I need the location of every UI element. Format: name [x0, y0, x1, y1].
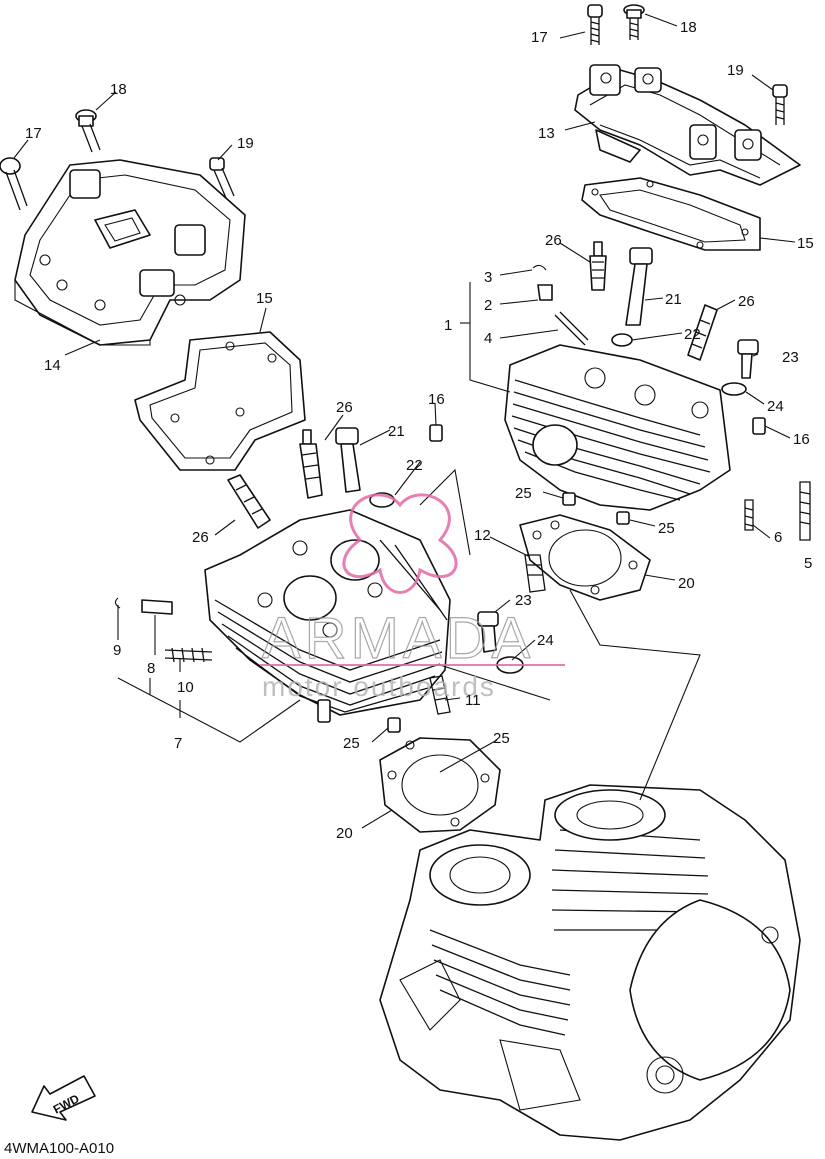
fwd-arrow-icon [31, 1075, 96, 1121]
bolt-17-top [587, 4, 603, 45]
callout-23: 23 [515, 592, 532, 609]
bolt-18-top [623, 4, 645, 40]
front-cylinder-head [204, 509, 451, 723]
spark-plug-26-left [227, 474, 271, 529]
callout-14: 14 [44, 357, 61, 374]
callout-26: 26 [192, 529, 209, 546]
front-head-cover [14, 159, 246, 346]
fwd-arrow: FWD [31, 1075, 96, 1121]
callout-22: 22 [406, 457, 423, 474]
callout-22: 22 [684, 326, 701, 343]
engine-block [379, 784, 801, 1141]
callout-10: 10 [177, 679, 194, 696]
callout-16: 16 [793, 431, 810, 448]
callout-26: 26 [336, 399, 353, 416]
callout-7: 7 [174, 735, 182, 752]
callout-25: 25 [658, 520, 675, 537]
leader-lines [13, 13, 796, 829]
callout-12: 12 [474, 527, 491, 544]
callout-13: 13 [538, 125, 555, 142]
callout-24: 24 [537, 632, 554, 649]
callout-25: 25 [343, 735, 360, 752]
spark-plug-26-right [687, 304, 718, 361]
bolt-17-left [0, 157, 28, 211]
callout-19: 19 [727, 62, 744, 79]
bolt-18-left [75, 109, 101, 153]
callout-17: 17 [531, 29, 548, 46]
rear-cylinder-head [504, 344, 731, 511]
callout-11: 11 [465, 692, 481, 709]
bolt-19-top [772, 84, 788, 125]
callout-24: 24 [767, 398, 784, 415]
head-cover-gasket-15-top [581, 177, 761, 251]
callout-25: 25 [493, 730, 510, 747]
callout-20: 20 [336, 825, 353, 842]
callout-15: 15 [797, 235, 814, 252]
watermark-brand: ARMADA [262, 606, 534, 671]
diagram-code: 4WMA100-A010 [4, 1140, 114, 1157]
callout-25: 25 [515, 485, 532, 502]
callout-21: 21 [388, 423, 405, 440]
callout-2: 2 [484, 297, 492, 314]
callout-1: 1 [444, 317, 452, 334]
watermark-ribbon-logo [342, 493, 458, 594]
callout-17: 17 [25, 125, 42, 142]
callout-3: 3 [484, 269, 492, 286]
callouts: 17 18 19 13 15 26 3 2 1 4 21 22 26 23 24… [25, 19, 814, 842]
callout-5: 5 [804, 555, 812, 572]
head-cover-gasket-15-left [134, 331, 306, 471]
callout-9: 9 [113, 642, 121, 659]
spark-plug-26-mid [299, 429, 323, 499]
spark-plug-26-top [589, 241, 607, 291]
callout-8: 8 [147, 660, 155, 677]
watermark-tagline: motor outboards [262, 671, 496, 702]
callout-4: 4 [484, 330, 492, 347]
callout-26: 26 [738, 293, 755, 310]
front-cylinder-gasket-20 [379, 737, 501, 833]
callout-19: 19 [237, 135, 254, 152]
bolt-21-mid [335, 427, 361, 493]
callout-15: 15 [256, 290, 273, 307]
callout-21: 21 [665, 291, 682, 308]
bolt-21-top [625, 247, 653, 326]
callout-20: 20 [678, 575, 695, 592]
bolt-19-left [209, 157, 235, 199]
callout-6: 6 [774, 529, 782, 546]
rear-cylinder-gasket-20 [519, 514, 651, 601]
callout-18: 18 [680, 19, 697, 36]
callout-18: 18 [110, 81, 127, 98]
callout-26: 26 [545, 232, 562, 249]
watermark: ARMADA motor outboards [260, 493, 565, 702]
rear-head-cover [574, 64, 801, 186]
callout-23: 23 [782, 349, 799, 366]
callout-16: 16 [428, 391, 445, 408]
